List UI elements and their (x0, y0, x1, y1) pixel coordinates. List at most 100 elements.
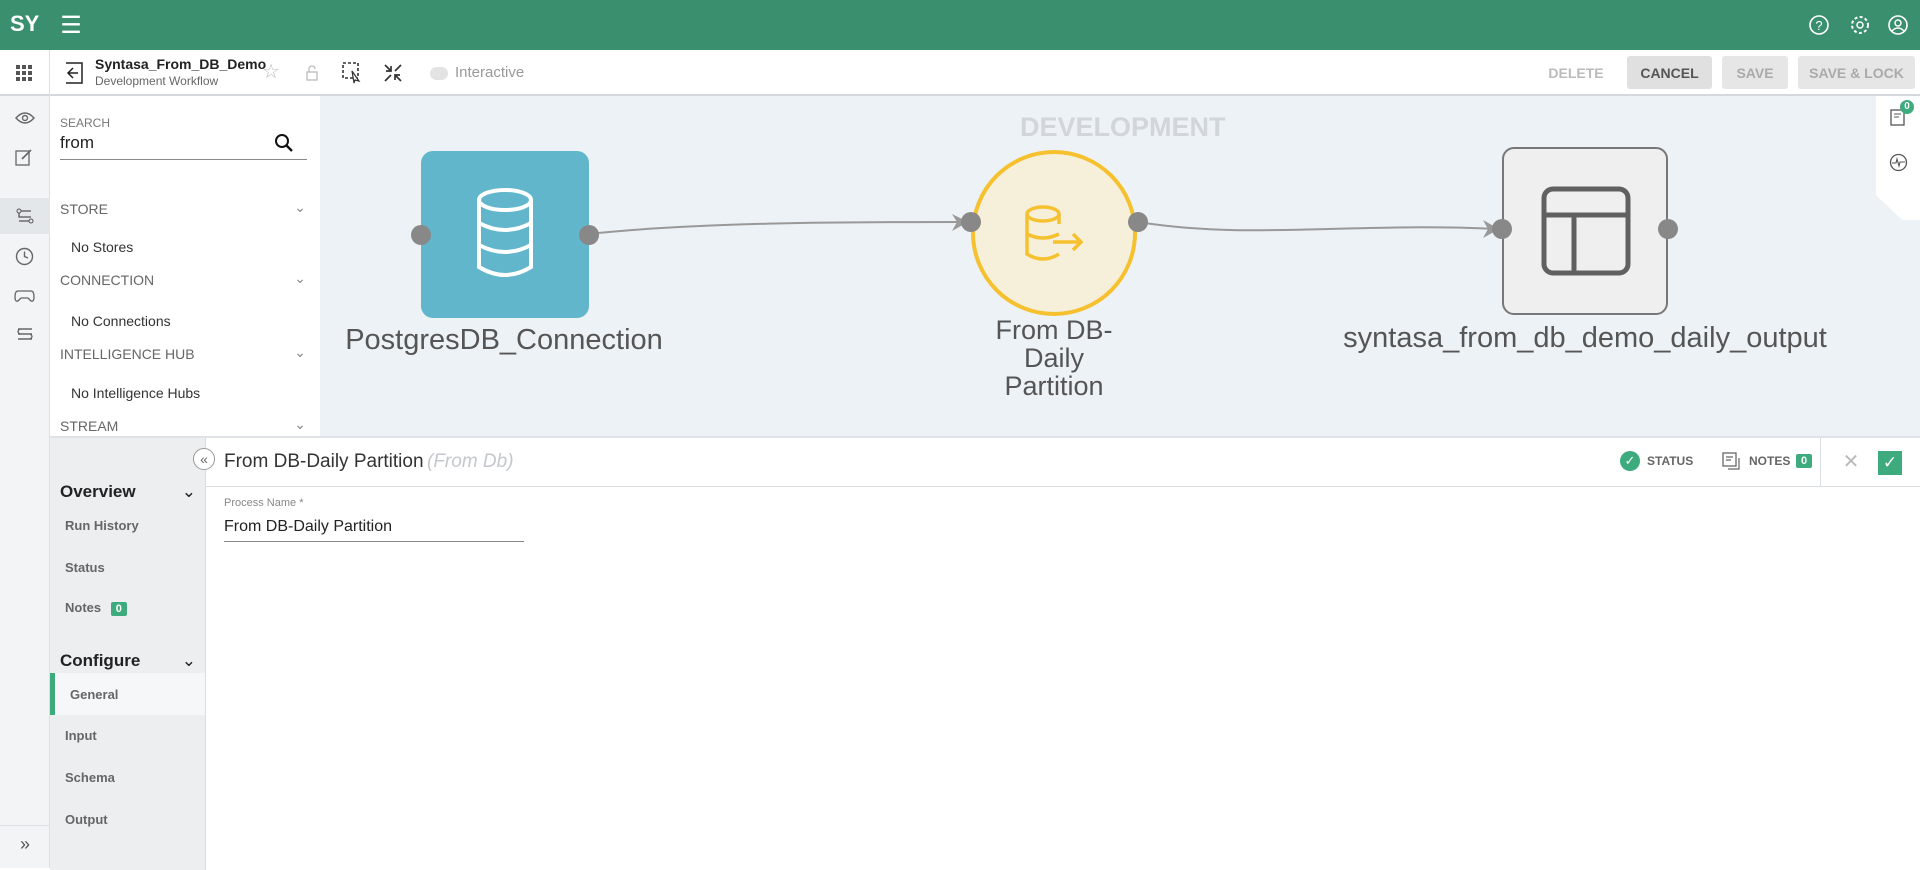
section-title: CONNECTION (60, 272, 155, 288)
help-icon[interactable]: ? (1808, 14, 1830, 36)
edit-icon[interactable] (15, 148, 33, 166)
cancel-button[interactable]: CANCEL (1627, 56, 1712, 89)
lock-icon[interactable] (305, 64, 319, 82)
input-port[interactable] (411, 225, 431, 245)
detail-nav: Overview ⌄ Run History Status Notes 0 Con… (50, 438, 206, 870)
workflow-title: Syntasa_From_DB_Demo (95, 56, 267, 72)
favorite-star-icon[interactable]: ☆ (262, 61, 280, 83)
nav-input[interactable]: Input (65, 728, 97, 743)
top-bar: SY ☰ ? (0, 0, 1920, 50)
workflow-subtitle: Development Workflow (95, 74, 219, 88)
search-label: SEARCH (60, 116, 111, 130)
node-label: From DB- Daily Partition (954, 316, 1154, 400)
header-divider (206, 486, 1920, 487)
notes-count-badge: 0 (1900, 100, 1914, 114)
apps-grid-icon[interactable] (16, 65, 33, 82)
workflow-toolbar: Syntasa_From_DB_Demo Development Workflo… (0, 50, 1920, 96)
search-input[interactable]: from (60, 133, 307, 160)
connection-node[interactable] (421, 151, 589, 318)
chevron-down-icon: ⌄ (294, 344, 306, 360)
nav-group-title: Overview (60, 482, 136, 501)
process-name-label: Process Name * (224, 497, 304, 509)
select-area-icon[interactable] (342, 62, 362, 84)
gamepad-icon[interactable] (14, 288, 35, 304)
empty-message: No Stores (71, 239, 134, 255)
node-label: syntasa_from_db_demo_daily_output (1343, 322, 1827, 354)
database-icon (477, 188, 533, 277)
left-icon-rail: » (0, 96, 50, 868)
workflow-nav-item[interactable] (0, 198, 50, 234)
interactive-toggle[interactable] (430, 67, 448, 80)
nav-group-overview[interactable]: Overview ⌄ (60, 482, 196, 502)
environment-label: DEVELOPMENT (1020, 112, 1226, 142)
menu-icon[interactable]: ☰ (60, 11, 82, 39)
user-icon[interactable] (1887, 14, 1909, 36)
empty-message: No Intelligence Hubs (71, 385, 201, 401)
section-title: STREAM (60, 418, 119, 434)
section-store[interactable]: STORE⌄ (60, 199, 310, 217)
save-and-lock-button[interactable]: SAVE & LOCK (1798, 56, 1915, 89)
panel-title: From DB-Daily Partition (224, 451, 424, 472)
collapse-icon[interactable] (383, 63, 403, 83)
nav-group-title: Configure (60, 651, 141, 670)
table-node[interactable] (1502, 147, 1668, 315)
expand-rail-icon[interactable]: » (19, 833, 30, 854)
component-search-panel: SEARCH from STORE⌄ No Stores CONNECTION ⌄… (50, 96, 320, 436)
collapse-nav-icon[interactable]: « (193, 448, 215, 470)
chevron-down-icon: ⌄ (294, 199, 306, 215)
workflow-icon (16, 208, 34, 224)
status-button[interactable]: STATUS (1647, 454, 1694, 468)
search-icon[interactable] (274, 133, 294, 153)
chevron-down-icon: ⌄ (294, 416, 306, 432)
notes-count-badge: 0 (110, 602, 127, 616)
close-icon[interactable]: ✕ (1842, 450, 1860, 473)
table-layout-icon (1541, 186, 1631, 276)
panel-subtitle: (From Db) (427, 451, 514, 472)
save-button[interactable]: SAVE (1722, 56, 1788, 89)
output-port[interactable] (1128, 212, 1148, 232)
section-title: INTELLIGENCE HUB (60, 346, 195, 362)
node-label-line: Partition (1004, 371, 1104, 401)
nav-general[interactable]: General (50, 673, 205, 715)
process-node[interactable] (971, 150, 1137, 316)
logo[interactable]: SY (10, 11, 40, 36)
node-label: PostgresDB_Connection (345, 324, 663, 356)
node-label-line: From DB- (995, 315, 1113, 345)
apps-launcher[interactable] (0, 50, 50, 96)
stack-icon[interactable] (16, 325, 34, 343)
section-connection[interactable]: CONNECTION ⌄ (60, 270, 310, 288)
notes-icon[interactable] (1890, 109, 1906, 127)
view-eye-icon[interactable] (15, 110, 35, 126)
nav-notes[interactable]: Notes 0 (65, 600, 127, 616)
output-port[interactable] (579, 225, 599, 245)
notes-icon[interactable] (1722, 452, 1740, 470)
process-name-input[interactable]: From DB-Daily Partition (224, 518, 524, 542)
svg-text:?: ? (1815, 18, 1822, 33)
output-port[interactable] (1658, 219, 1678, 239)
nav-schema[interactable]: Schema (65, 770, 115, 785)
nav-output[interactable]: Output (65, 812, 108, 827)
input-port[interactable] (961, 212, 981, 232)
database-export-icon (1025, 205, 1084, 261)
activity-pulse-icon[interactable] (1889, 153, 1908, 172)
nav-status[interactable]: Status (65, 560, 105, 575)
process-detail-panel: Overview ⌄ Run History Status Notes 0 Con… (50, 436, 1920, 870)
input-port[interactable] (1492, 219, 1512, 239)
back-icon[interactable] (64, 62, 84, 84)
history-clock-icon[interactable] (15, 247, 34, 266)
notes-button[interactable]: NOTES (1749, 454, 1791, 468)
section-stream[interactable]: STREAM ⌄ (60, 416, 310, 434)
section-intelligence-hub[interactable]: INTELLIGENCE HUB ⌄ (60, 344, 310, 362)
chevron-down-icon: ⌄ (294, 270, 306, 286)
settings-icon[interactable] (1849, 14, 1871, 36)
delete-button[interactable]: DELETE (1548, 64, 1604, 81)
confirm-check-button[interactable]: ✓ (1878, 451, 1902, 475)
nav-run-history[interactable]: Run History (65, 518, 139, 533)
status-check-icon: ✓ (1620, 451, 1640, 471)
rail-divider (0, 825, 50, 826)
notes-count-badge: 0 (1796, 454, 1813, 468)
nav-notes-label: Notes (65, 600, 102, 615)
nav-group-configure[interactable]: Configure⌄ (60, 651, 196, 671)
empty-message: No Connections (71, 313, 171, 329)
chevron-down-icon: ⌄ (181, 482, 196, 501)
